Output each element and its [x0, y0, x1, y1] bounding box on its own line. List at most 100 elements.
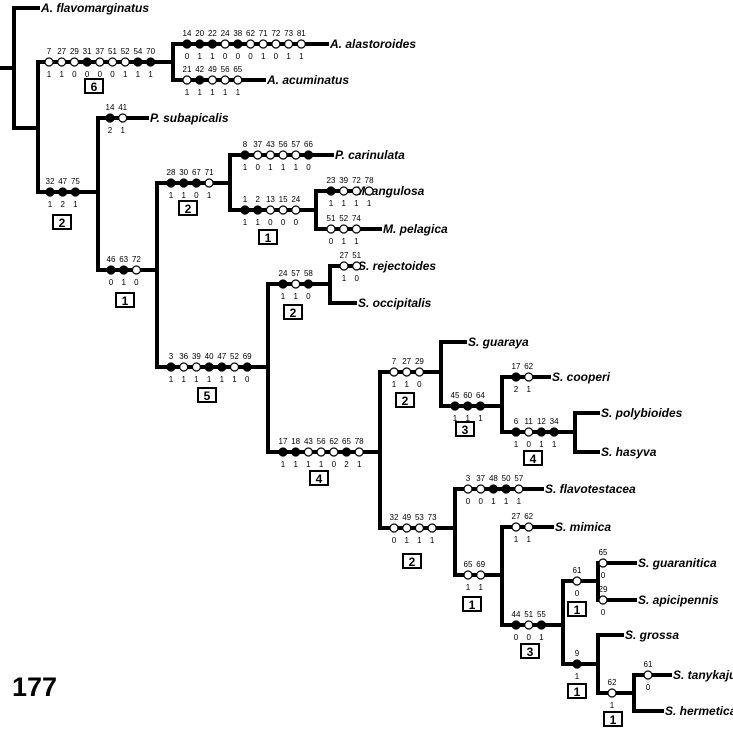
bremer-support-box — [567, 683, 587, 699]
homoplasy-open-marker — [258, 39, 268, 49]
homoplasy-open-marker — [511, 522, 521, 532]
homoplasy-open-marker — [572, 576, 582, 586]
taxon-label: S. rejectoides — [358, 259, 436, 273]
character-state: 0 — [306, 163, 311, 172]
character-state: 1 — [575, 672, 580, 681]
character-number: 23 — [327, 176, 336, 185]
character-number: 71 — [259, 29, 268, 38]
character-state: 0 — [245, 375, 250, 384]
taxon-label: S. mimica — [555, 520, 611, 534]
character-number: 14 — [183, 29, 192, 38]
character-state: 1 — [357, 460, 362, 469]
taxon-label: M. pelagica — [383, 222, 448, 236]
character-number: 78 — [355, 437, 364, 446]
character-number: 17 — [279, 437, 288, 446]
homoplasy-open-marker — [463, 570, 473, 580]
character-number: 17 — [512, 362, 521, 371]
taxon-label: A. flavomarginatus — [40, 1, 149, 15]
bremer-support-box — [309, 470, 329, 486]
bremer-support-value: 3 — [462, 423, 469, 437]
character-state: 0 — [526, 633, 531, 642]
character-state: 1 — [255, 218, 260, 227]
character-state: 1 — [148, 70, 153, 79]
character-number: 51 — [108, 47, 117, 56]
taxon-label: M. angulosa — [355, 184, 425, 198]
bremer-support-box — [455, 421, 475, 437]
character-state: 1 — [120, 126, 125, 135]
synapomorphy-filled-marker — [166, 178, 176, 188]
character-number: 57 — [514, 474, 523, 483]
synapomorphy-filled-marker — [536, 620, 547, 630]
homoplasy-open-marker — [514, 484, 524, 494]
character-number: 61 — [644, 660, 653, 669]
bremer-support-box — [395, 392, 415, 408]
bremer-support-box — [197, 387, 217, 403]
character-state: 1 — [306, 460, 311, 469]
homoplasy-open-marker — [427, 523, 437, 533]
taxon-label: S. polybioides — [601, 406, 683, 420]
homoplasy-open-marker — [364, 186, 374, 196]
synapomorphy-filled-marker — [450, 401, 460, 411]
character-state: 1 — [243, 218, 248, 227]
homoplasy-open-marker — [107, 57, 118, 67]
character-state: 1 — [123, 70, 128, 79]
character-state: 0 — [294, 218, 299, 227]
taxon-label: S. hasyva — [601, 445, 657, 459]
character-number: 58 — [304, 269, 313, 278]
bremer-support-box — [52, 214, 72, 230]
terminal-tip — [36, 6, 40, 10]
character-state: 1 — [286, 52, 291, 61]
character-state: 1 — [207, 191, 212, 200]
character-state: 2 — [60, 200, 65, 209]
character-state: 1 — [181, 191, 186, 200]
synapomorphy-filled-marker — [488, 484, 498, 494]
character-state: 1 — [466, 583, 471, 592]
character-number: 61 — [573, 566, 582, 575]
bremer-support-value: 4 — [530, 452, 537, 466]
character-state: 0 — [194, 191, 199, 200]
homoplasy-open-marker — [329, 447, 339, 457]
character-number: 12 — [537, 417, 546, 426]
homoplasy-open-marker — [524, 620, 534, 630]
character-number: 42 — [195, 65, 204, 74]
character-number: 62 — [524, 362, 533, 371]
character-number: 8 — [243, 140, 248, 149]
bremer-support-value: 1 — [574, 685, 581, 699]
homoplasy-open-marker — [296, 39, 306, 49]
character-state: 1 — [514, 440, 519, 449]
character-state: 1 — [341, 199, 346, 208]
taxon-label: S. occipitalis — [358, 296, 432, 310]
character-state: 1 — [194, 375, 199, 384]
character-state: 0 — [72, 70, 77, 79]
taxon-label: S. cooperi — [552, 370, 611, 384]
character-number: 72 — [271, 29, 280, 38]
character-state: 0 — [329, 237, 334, 246]
synapomorphy-filled-marker — [303, 150, 314, 160]
character-state: 1 — [121, 278, 126, 287]
character-number: 11 — [525, 417, 534, 426]
character-state: 1 — [504, 497, 509, 506]
terminal-tip — [330, 153, 334, 157]
character-number: 65 — [464, 560, 473, 569]
character-state: 0 — [274, 52, 279, 61]
homoplasy-open-marker — [476, 484, 486, 494]
homoplasy-open-marker — [326, 224, 336, 234]
character-state: 1 — [223, 88, 228, 97]
character-number: 62 — [524, 512, 533, 521]
synapomorphy-filled-marker — [291, 447, 301, 457]
homoplasy-open-marker — [414, 367, 424, 377]
character-number: 47 — [217, 352, 226, 361]
synapomorphy-filled-marker — [240, 205, 250, 215]
homoplasy-open-marker — [339, 224, 349, 234]
homoplasy-open-marker — [316, 447, 326, 457]
character-state: 1 — [539, 440, 544, 449]
character-number: 51 — [524, 610, 533, 619]
bremer-support-value: 5 — [204, 389, 211, 403]
homoplasy-open-marker — [265, 150, 275, 160]
homoplasy-open-marker — [303, 447, 313, 457]
synapomorphy-filled-marker — [166, 362, 176, 372]
character-number: 41 — [118, 103, 127, 112]
character-state: 0 — [306, 292, 311, 301]
